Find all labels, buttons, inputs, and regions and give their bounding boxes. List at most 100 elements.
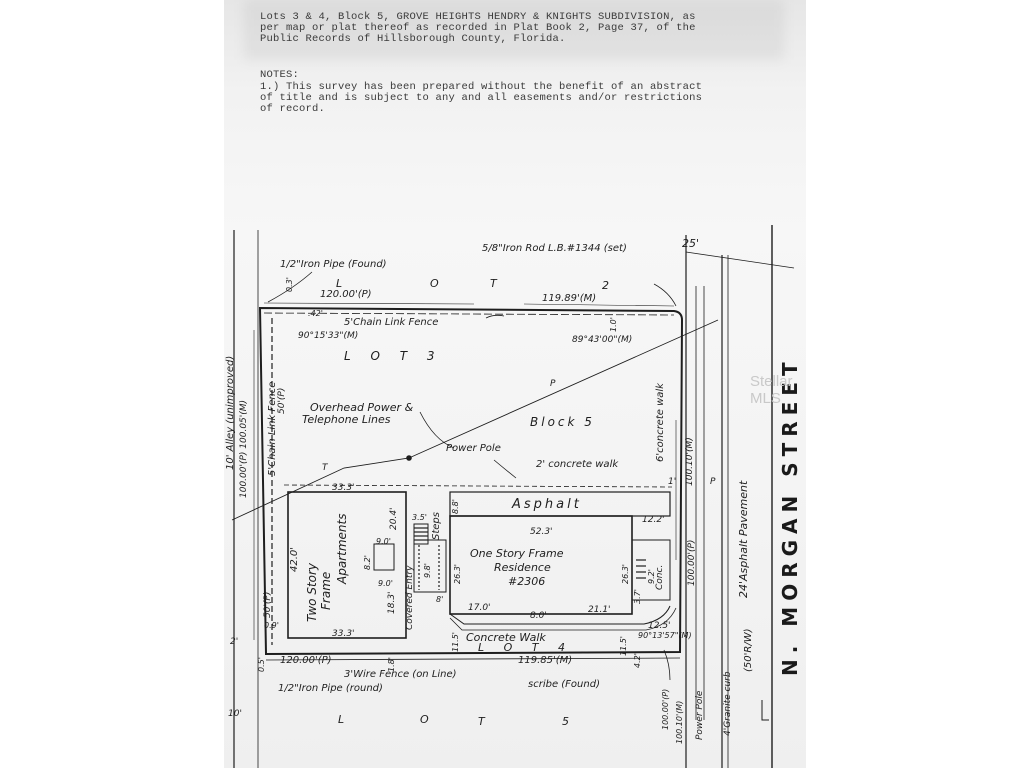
- walk-offset-1: 1': [668, 477, 677, 487]
- asphalt-label: Asphalt: [512, 497, 582, 512]
- sw-05: 0.5': [257, 657, 266, 672]
- notes-line-1: 1.) This survey has been prepared withou…: [260, 81, 703, 93]
- block-label: Block 5: [530, 415, 595, 429]
- notes-line-2: of title and is subject to any and all e…: [260, 92, 703, 104]
- entry-98: 9.8': [423, 563, 432, 578]
- survey-sheet: Lots 3 & 4, Block 5, GROVE HEIGHTS HENDR…: [224, 0, 806, 768]
- concrete-walk-6-label: 6'concrete walk: [655, 383, 666, 462]
- left-tick: 0.3': [285, 277, 294, 292]
- bottom-211: 21.1': [588, 605, 611, 615]
- apt-bottom-dim: 33.3': [332, 629, 355, 639]
- lot5-5: 5: [562, 715, 569, 728]
- iron-pipe-bottom-label: 1/2"Iron Pipe (round): [278, 683, 383, 694]
- apartments-label-1: Two Story: [305, 562, 319, 622]
- bottom-80: 8.0': [530, 611, 547, 621]
- residence-label-3: #2306: [508, 575, 546, 588]
- west-50-bottom: 50'(P): [263, 591, 273, 618]
- row-offset-label: 25': [682, 237, 700, 250]
- concrete-walk-2-label: 2' concrete walk: [536, 459, 619, 470]
- angle-nw: 90°15'33"(M): [298, 331, 359, 341]
- residence-label-2: Residence: [494, 561, 551, 574]
- overhead-label-2: Telephone Lines: [302, 413, 391, 426]
- steps-dim: 3.5': [412, 513, 427, 522]
- west-50-top: 50'(P): [277, 387, 287, 414]
- asphalt-88: 8.8': [451, 499, 460, 514]
- power-pole-bottom-label: Power Pole: [695, 690, 705, 740]
- apt-right-top-dim: 20.4': [389, 507, 399, 530]
- property-boundary: [258, 306, 684, 656]
- covered-entry-label: Covered Entry: [405, 565, 415, 630]
- steps-label: Steps: [431, 512, 442, 540]
- apt-top-dim: 33.3': [332, 483, 355, 493]
- iron-rod-label: 5/8"Iron Rod L.B.#1344 (set): [482, 243, 627, 254]
- alley-label: 10' Alley (unimproved): [225, 355, 236, 470]
- conc-37: 3.7': [633, 589, 642, 604]
- asphalt-pavement-label: 24'Asphalt Pavement: [737, 480, 750, 598]
- apartment-outline: [287, 491, 407, 639]
- se-115: 11.5': [619, 635, 628, 656]
- iron-pipe-top-label: 1/2"Iron Pipe (Found): [280, 259, 387, 270]
- lot3-label: L O T 3: [344, 349, 443, 363]
- granite-curb-label: 4'Granite curb: [723, 671, 733, 736]
- lot2-2: 2: [602, 279, 609, 292]
- angle-se: 90°13'57"(M): [638, 631, 692, 640]
- stoop-dim-a: 9.0': [376, 537, 391, 546]
- scribe-label: scribe (Found): [528, 679, 600, 690]
- residence-offset-e: 12.2': [642, 515, 665, 525]
- conc-label: Conc.: [655, 564, 665, 590]
- sw-2: 2': [230, 637, 239, 647]
- stoop-dim-82: 8.2': [363, 555, 372, 570]
- conc-92: 9.2': [647, 569, 656, 584]
- lot2-T: T: [490, 277, 497, 290]
- sw-09: 0.9': [264, 621, 279, 630]
- east-measured-dim: 100.10'(M): [685, 437, 695, 486]
- lot5-O: O: [420, 713, 429, 726]
- power-pole-label: Power Pole: [446, 443, 501, 454]
- residence-right-dim: 26.3': [621, 563, 630, 584]
- bottom-east-measured: 100.10'(M): [675, 700, 684, 744]
- bottom-plat-dim: 120.00'(P): [280, 655, 332, 666]
- survey-drawing: [231, 225, 795, 768]
- wire-fence-label: 3'Wire Fence (on Line): [344, 669, 457, 680]
- line-t-marker: T: [322, 463, 328, 473]
- residence-label-1: One Story Frame: [470, 547, 564, 560]
- residence-width: 52.3': [530, 527, 553, 537]
- se-125: 12.5': [648, 621, 671, 631]
- lot2-L: L: [336, 277, 343, 290]
- concrete-walk-bottom-label: Concrete Walk: [466, 631, 546, 644]
- stoop-dim-b: 9.0': [378, 579, 393, 588]
- scan-smear: [244, 0, 784, 60]
- west-dims-label: 100.00'(P) 100.05'(M): [239, 399, 249, 498]
- notes-line-3: of record.: [260, 103, 326, 115]
- bottom-170: 17.0': [468, 603, 491, 613]
- angle-ne: 89°43'00"(M): [572, 335, 633, 345]
- apt-right-bottom-dim: 18.3': [387, 591, 397, 614]
- sw-10: 10': [228, 709, 242, 719]
- entry-8: 8': [436, 595, 444, 604]
- top-plat-dim: 120.00'(P): [320, 289, 372, 300]
- top-setback: .42': [308, 309, 323, 318]
- overhead-label-1: Overhead Power &: [310, 401, 414, 414]
- lot4-label: L O T 4: [478, 641, 573, 654]
- top-measured-dim: 119.89'(M): [542, 293, 597, 304]
- lot2-O: O: [430, 277, 439, 290]
- bottom-east-plat: 100.00'(P): [661, 688, 670, 730]
- residence-left-dim: 26.3': [453, 563, 462, 584]
- lot5-T: T: [478, 715, 485, 728]
- notes-heading: NOTES:: [260, 69, 300, 81]
- walk-115: 11.5': [451, 631, 460, 652]
- bottom-measured-dim: 119.85'(M): [518, 655, 573, 666]
- apt-left-dim: 42.0': [289, 546, 300, 572]
- legal-line-2: per map or plat thereof as recorded in P…: [260, 22, 696, 34]
- line-p-marker: P: [550, 379, 556, 389]
- row-label: (50'R/W): [743, 628, 754, 672]
- walk-p: P: [710, 477, 716, 487]
- watermark: Stellar MLS: [750, 373, 793, 407]
- ne-offset: 1.0': [609, 317, 618, 332]
- apartments-label-2: Frame: [319, 571, 333, 610]
- lot5-L: L: [338, 713, 345, 726]
- se-42: 4.2': [633, 653, 642, 668]
- legal-line-3: Public Records of Hillsborough County, F…: [260, 33, 566, 45]
- chain-fence-top: 5'Chain Link Fence: [344, 317, 439, 328]
- legal-line-1: Lots 3 & 4, Block 5, GROVE HEIGHTS HENDR…: [260, 11, 696, 23]
